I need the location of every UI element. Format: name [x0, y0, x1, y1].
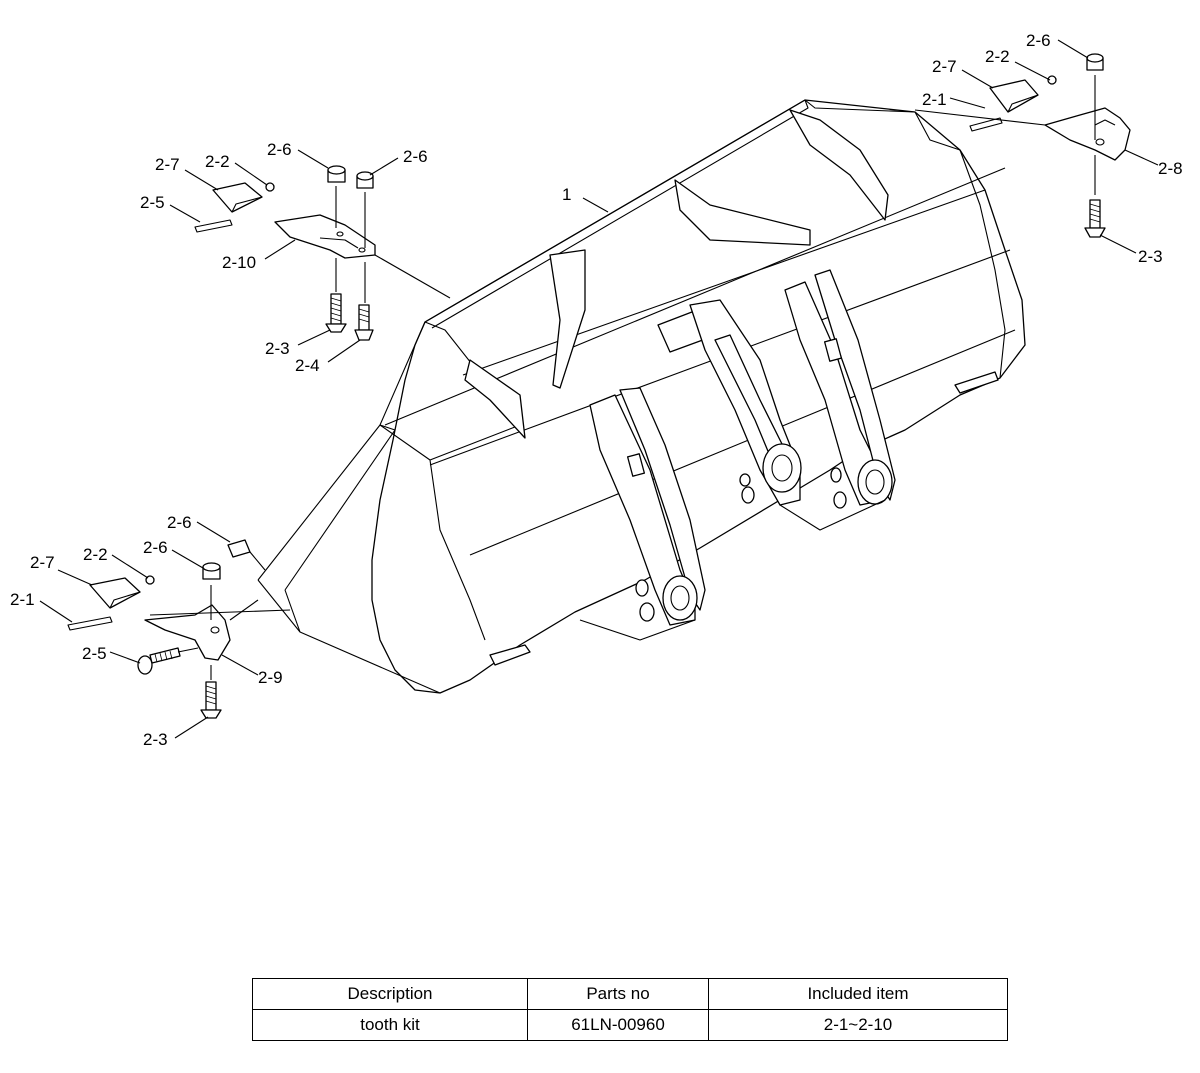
washer-right	[1047, 75, 1057, 85]
callout-2-5-left: 2-5	[82, 644, 107, 663]
callout-2-6-left-a: 2-6	[167, 513, 192, 532]
cell-parts-no: 61LN-00960	[527, 1009, 709, 1041]
callout-2-1-right: 2-1	[922, 90, 947, 109]
callout-1: 1	[562, 185, 571, 204]
tooth-group-left	[67, 539, 291, 719]
tooth-group-center	[194, 165, 451, 341]
callout-2-3-right: 2-3	[1138, 247, 1163, 266]
callout-2-2-center: 2-2	[205, 152, 230, 171]
callout-2-9: 2-9	[258, 668, 283, 687]
bolt-right	[1084, 199, 1106, 238]
cell-included-item: 2-1~2-10	[708, 1009, 1008, 1041]
callout-2-1-left: 2-1	[10, 590, 35, 609]
washer-center	[265, 182, 275, 192]
header-description: Description	[252, 978, 528, 1010]
table-header-row: Description Parts no Included item	[252, 978, 1008, 1010]
lift-arm-left	[589, 387, 706, 626]
nut-left-b	[227, 539, 251, 558]
callout-2-2-left: 2-2	[83, 545, 108, 564]
callout-2-5-center: 2-5	[140, 193, 165, 212]
adapter-left	[144, 604, 231, 661]
header-parts-no: Parts no	[527, 978, 709, 1010]
tooth-right	[989, 79, 1039, 113]
leader-lines	[39, 39, 1159, 739]
callout-2-3-center: 2-3	[265, 339, 290, 358]
callout-2-7-center: 2-7	[155, 155, 180, 174]
bolt-left-horizontal	[137, 647, 181, 675]
bolt-left-vertical	[200, 681, 222, 719]
tooth-center	[212, 182, 263, 213]
callout-2-6-left-b: 2-6	[143, 538, 168, 557]
bolt-center-a	[325, 293, 347, 333]
callout-2-6-right: 2-6	[1026, 31, 1051, 50]
bolt-center-b	[354, 304, 374, 341]
callout-2-8: 2-8	[1158, 159, 1183, 178]
header-included-item: Included item	[708, 978, 1008, 1010]
callout-2-4-center: 2-4	[295, 356, 320, 375]
table-row: tooth kit 61LN-00960 2-1~2-10	[252, 1009, 1008, 1041]
parts-table: Description Parts no Included item tooth…	[252, 978, 1008, 1041]
callout-2-6-center-b: 2-6	[403, 147, 428, 166]
lift-arm-center	[689, 299, 802, 506]
pin-left	[67, 616, 113, 631]
lift-arm-right	[784, 269, 896, 509]
callout-2-3-left: 2-3	[143, 730, 168, 749]
callout-2-2-right: 2-2	[985, 47, 1010, 66]
tooth-left	[89, 577, 141, 609]
adapter-right	[1044, 107, 1131, 161]
pin-right	[969, 117, 1003, 132]
pin-center	[194, 219, 233, 233]
bucket-exploded-diagram: 1 2-6 2-7 2-2 2-1 2-8 2-3 2-7 2-2 2-5 2-…	[10, 31, 1183, 749]
callout-2-6-center-a: 2-6	[267, 140, 292, 159]
callout-labels: 1 2-6 2-7 2-2 2-1 2-8 2-3 2-7 2-2 2-5 2-…	[10, 31, 1183, 749]
bucket-body	[257, 99, 1026, 694]
callout-2-10: 2-10	[222, 253, 256, 272]
callout-2-7-left: 2-7	[30, 553, 55, 572]
tooth-group-right	[914, 53, 1131, 238]
callout-2-7-right: 2-7	[932, 57, 957, 76]
cell-description: tooth kit	[252, 1009, 528, 1041]
